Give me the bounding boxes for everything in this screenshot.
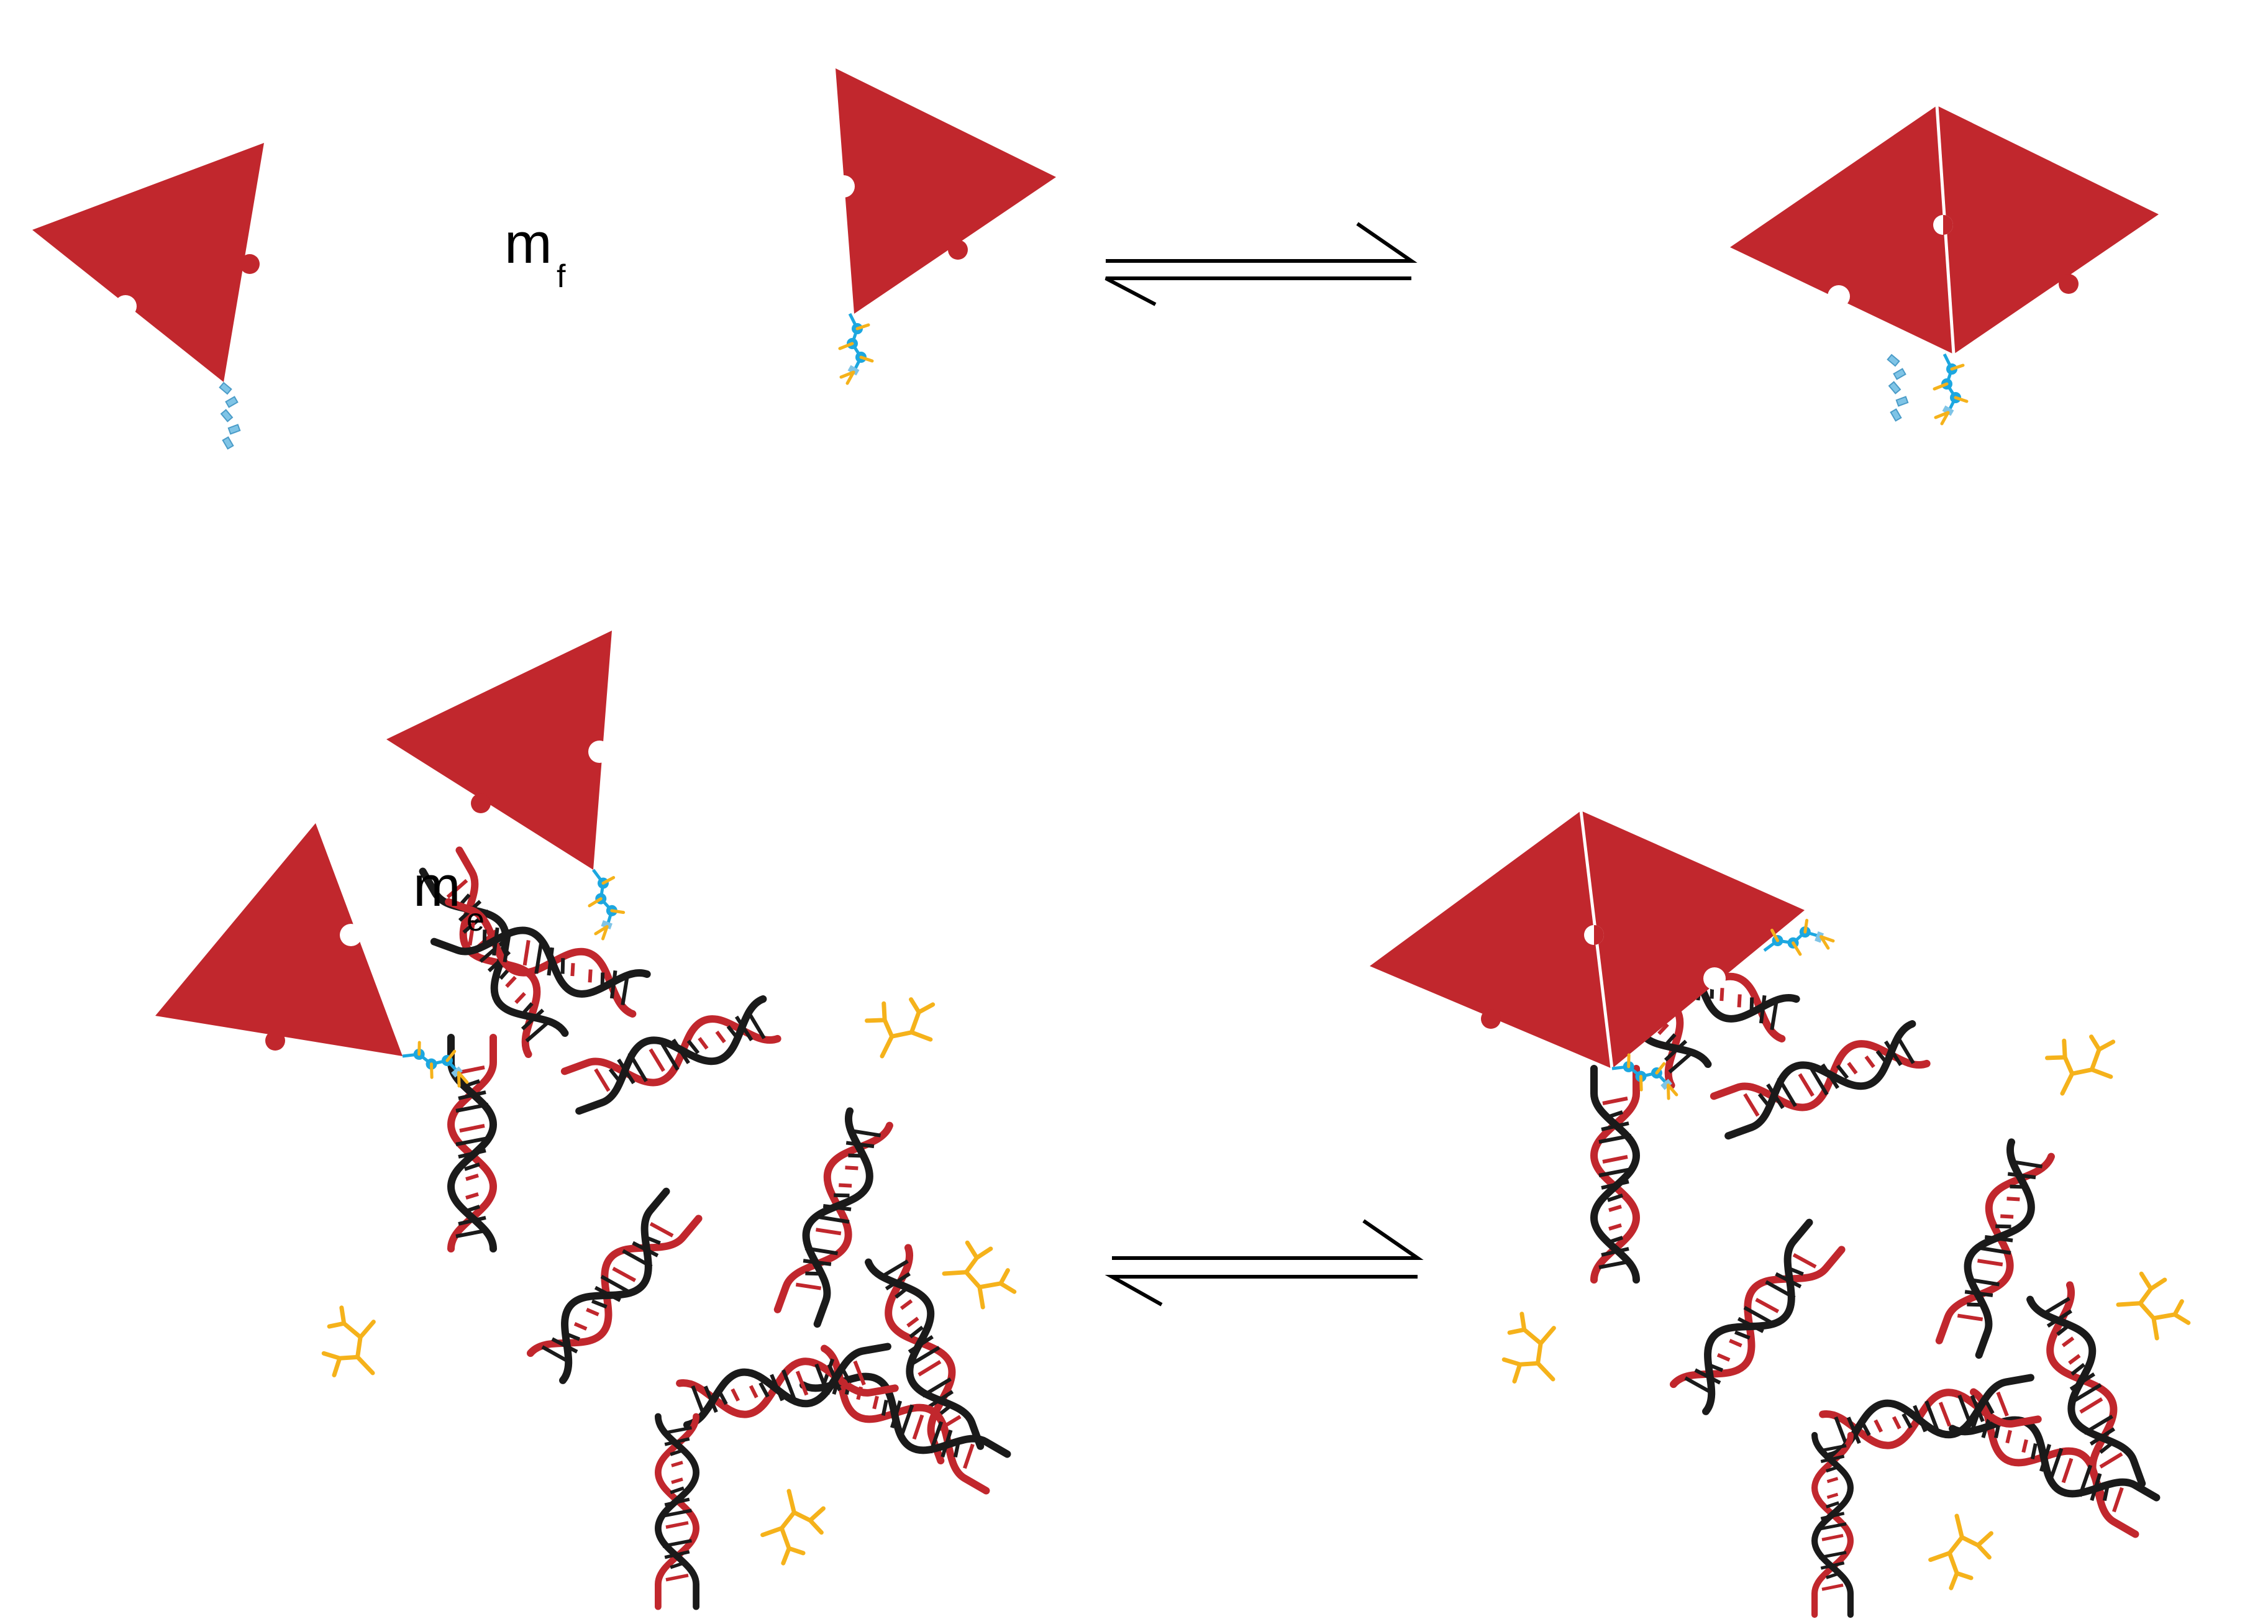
svg-text:m: m xyxy=(413,855,461,918)
bottom-right-complex xyxy=(1370,810,2191,1615)
svg-text:m: m xyxy=(504,212,552,275)
protein-dimer-bound xyxy=(1370,810,1834,1102)
me-label: m e xyxy=(413,855,485,938)
top-row: m f xyxy=(32,68,2159,450)
protein-dimer xyxy=(1730,105,2159,424)
equilibrium-arrow-icon xyxy=(1104,222,1418,306)
svg-text:e: e xyxy=(467,902,485,938)
dna-ring-left xyxy=(423,851,1008,1607)
mf-label: m f xyxy=(504,212,566,294)
protein-monomer-glycosylated xyxy=(832,68,1056,383)
bottom-left-complex: m e xyxy=(155,631,1017,1607)
protein-monomer-bound-b xyxy=(386,631,627,940)
protein-monomer-free xyxy=(32,143,264,450)
equilibrium-arrow-icon xyxy=(1104,1219,1424,1307)
svg-text:f: f xyxy=(557,258,566,294)
protein-monomer-bound-a xyxy=(155,823,476,1089)
